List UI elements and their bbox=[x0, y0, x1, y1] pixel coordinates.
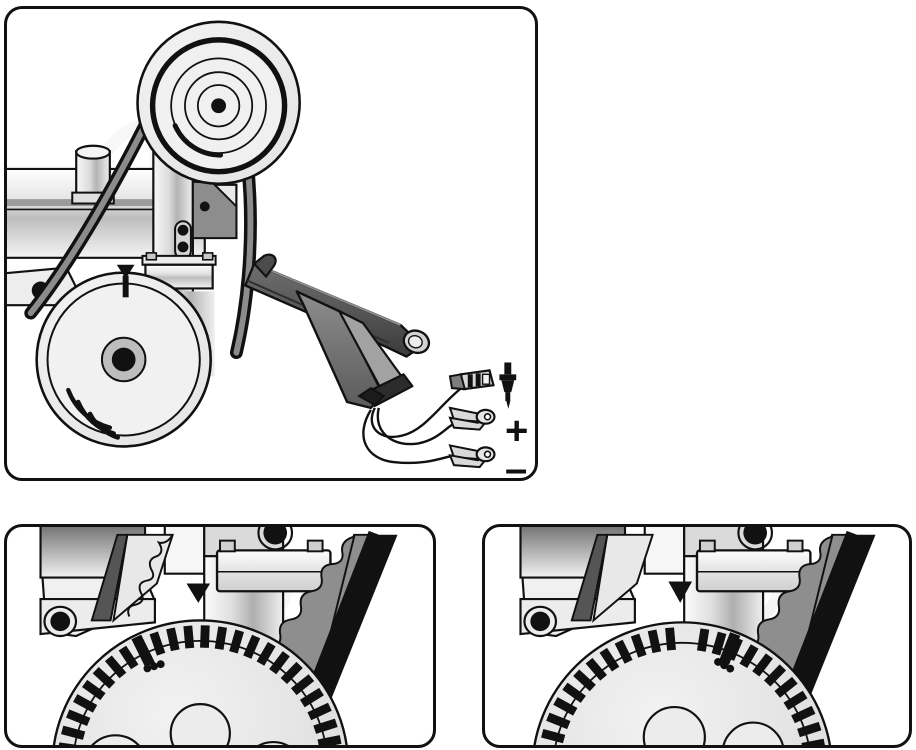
crankshaft-pulley bbox=[35, 271, 212, 448]
battery-clip-positive bbox=[448, 406, 496, 431]
timing-light-gun bbox=[244, 253, 431, 410]
timing-mark-after-illustration bbox=[519, 527, 876, 745]
negative-lead-symbol: – bbox=[505, 447, 528, 481]
camshaft-sprocket-pulley bbox=[136, 20, 301, 186]
timing-mark-pointer bbox=[186, 583, 211, 603]
panel-timing-mark-after bbox=[482, 524, 912, 748]
timing-light-leads bbox=[362, 385, 465, 465]
battery-clip-negative bbox=[448, 444, 496, 469]
toothed-belt-left bbox=[570, 533, 654, 623]
positive-lead-symbol: + bbox=[505, 409, 529, 453]
panel-timing-mark-before bbox=[4, 524, 436, 748]
timing-light-connection-illustration bbox=[7, 20, 517, 469]
spark-plug-pickup-clamp bbox=[448, 369, 495, 391]
timing-mark-pointer bbox=[116, 264, 135, 298]
crankshaft-timing-gear bbox=[52, 619, 348, 745]
spark-plug-icon bbox=[499, 362, 517, 409]
panel-timing-light-connection: + – bbox=[4, 6, 538, 481]
toothed-belt-left bbox=[90, 533, 175, 623]
crankshaft-timing-gear bbox=[533, 621, 832, 745]
timing-mark-before-illustration bbox=[39, 527, 398, 745]
gear-timing-mark bbox=[714, 632, 741, 673]
timing-mark-pointer bbox=[668, 581, 693, 603]
gear-timing-mark bbox=[131, 634, 165, 673]
